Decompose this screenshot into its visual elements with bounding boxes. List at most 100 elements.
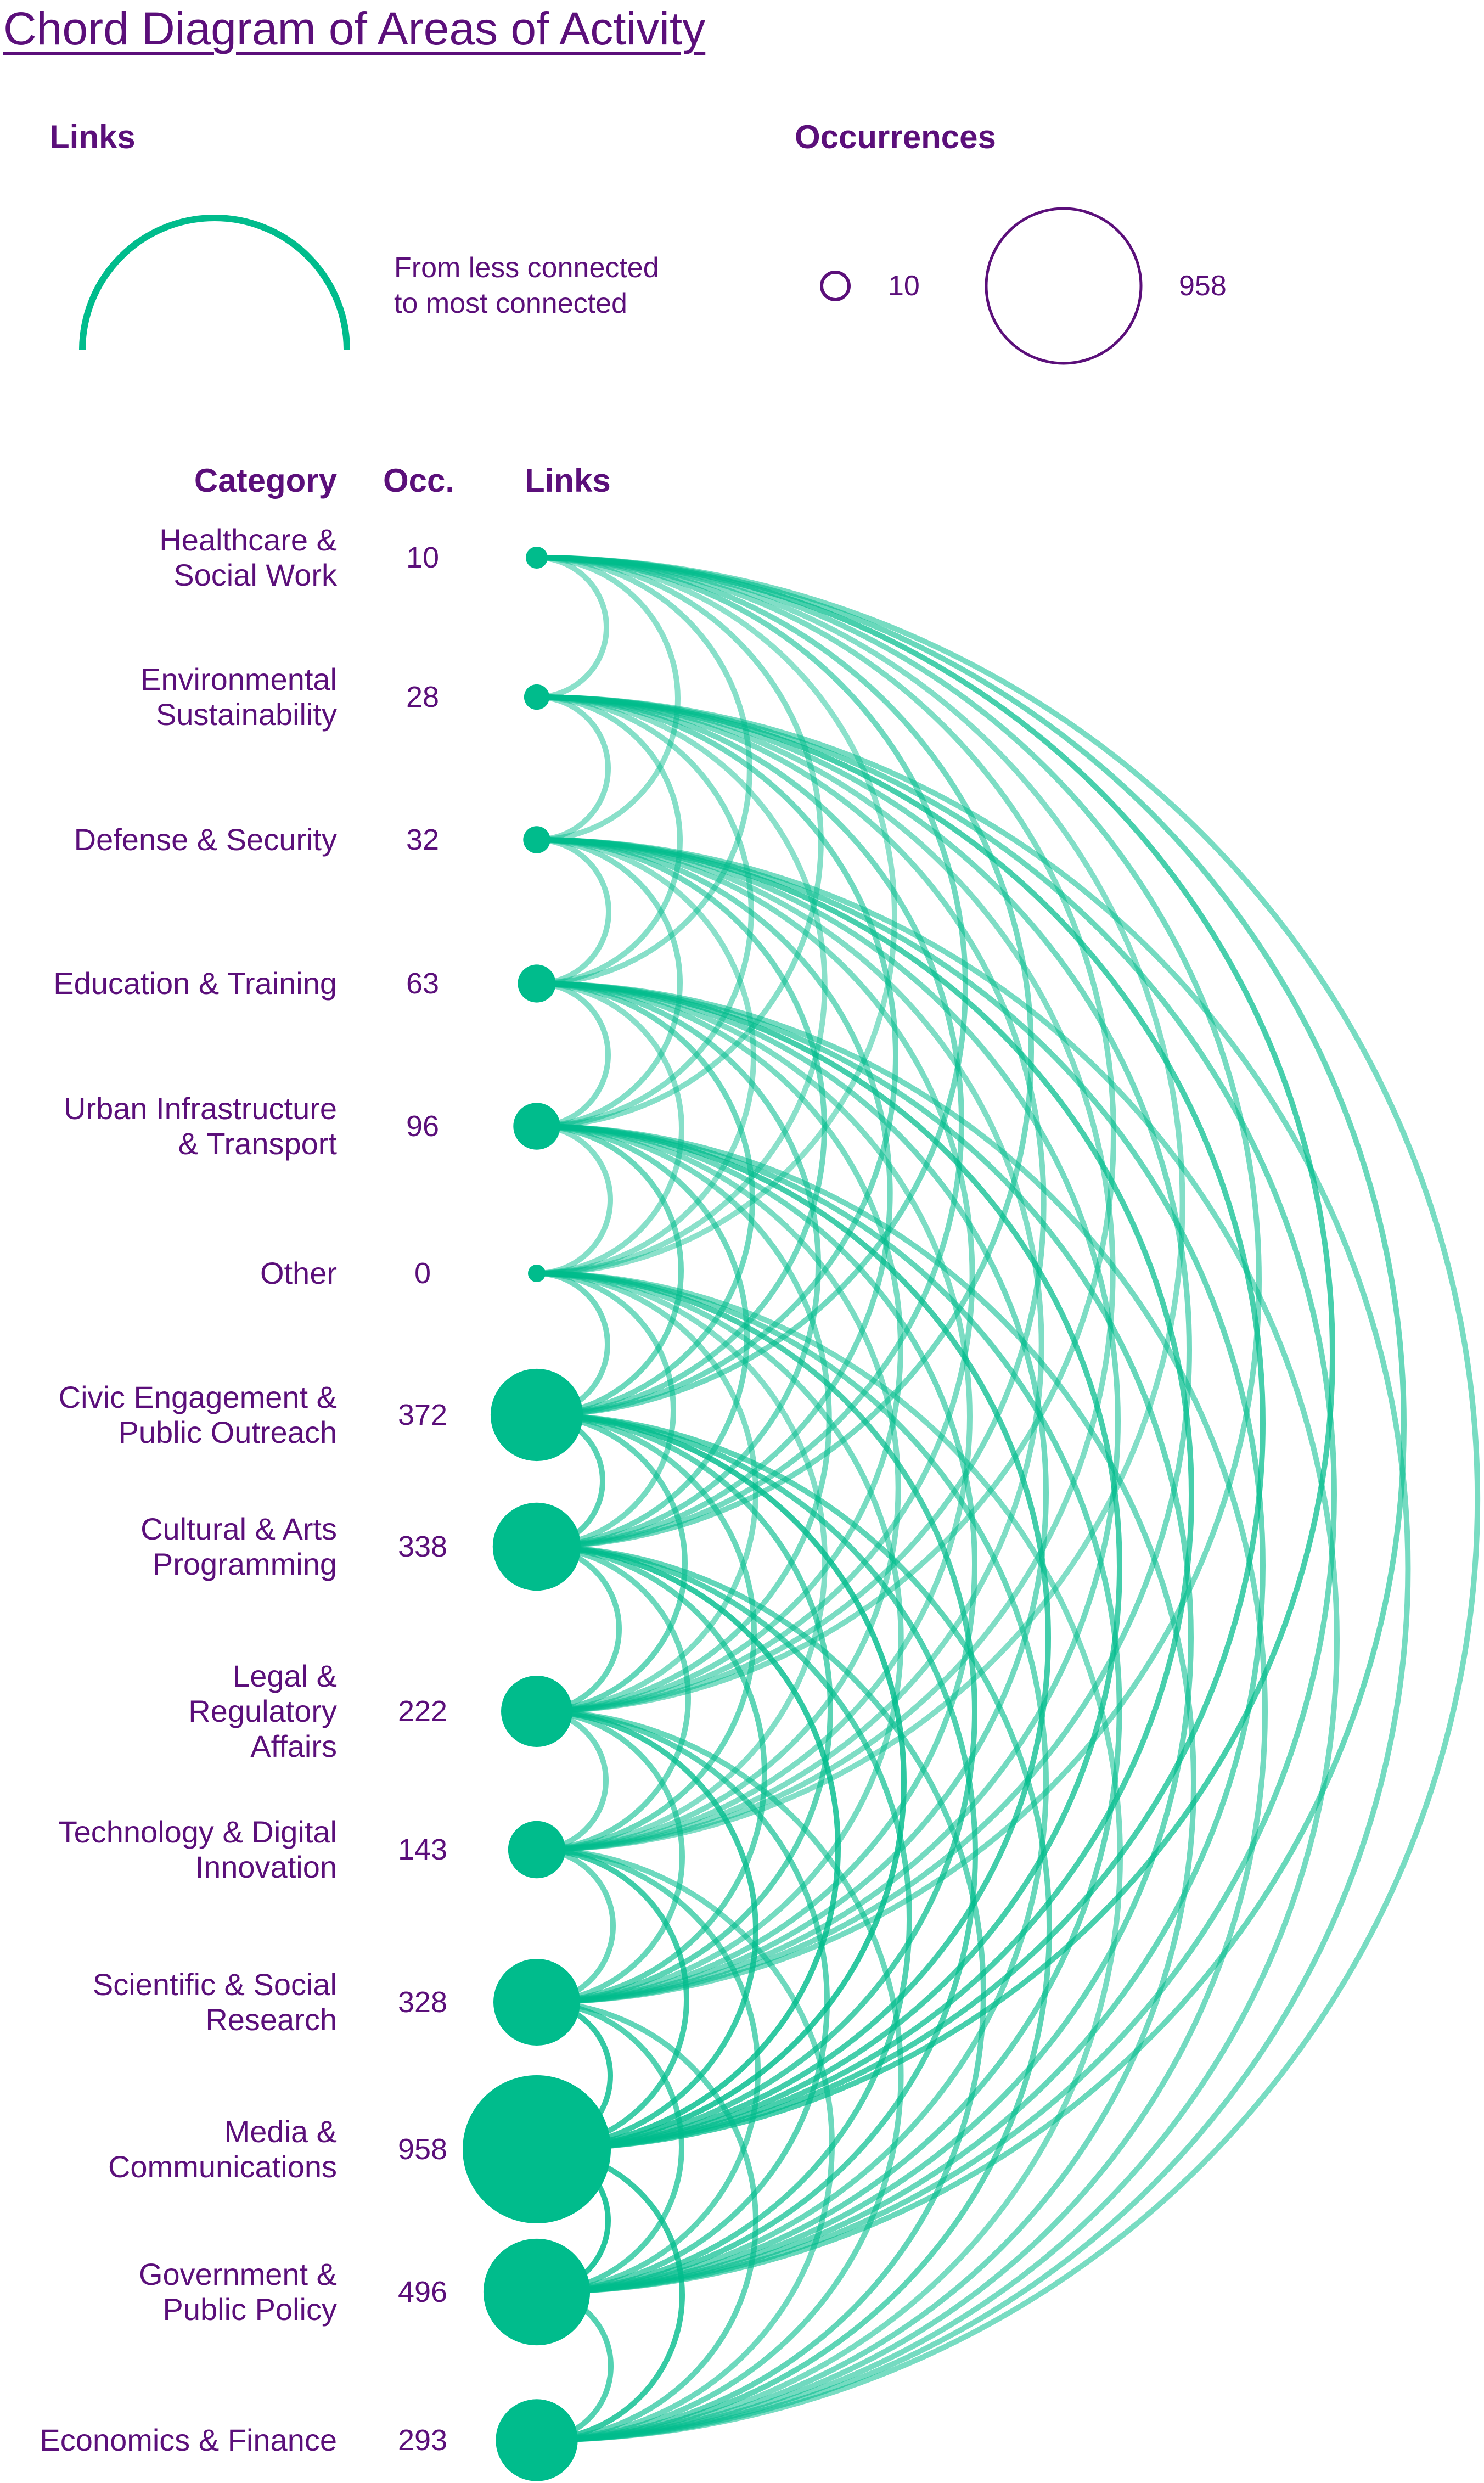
link-arc <box>536 837 611 986</box>
link-arc <box>536 837 1194 2152</box>
link-arc <box>536 1412 688 1714</box>
category-label: Scientific & Social Research <box>92 1967 337 2037</box>
occurrence-value: 96 <box>406 1110 440 1143</box>
link-arc <box>536 837 1044 1852</box>
link-arc <box>536 1271 758 1714</box>
occurrence-value: 32 <box>406 823 440 856</box>
link-arc <box>536 1271 1049 2295</box>
occurrences-legend-heading: Occurrences <box>795 119 996 155</box>
node-circle <box>501 1676 572 1747</box>
occurrence-value: 143 <box>397 1833 448 1866</box>
link-arc <box>536 981 973 1852</box>
node-circle <box>490 1368 583 1462</box>
occurrence-value: 496 <box>397 2276 448 2308</box>
node-circle <box>518 964 556 1003</box>
link-arc <box>536 694 1337 2295</box>
category-label: Urban Infrastructure & Transport <box>64 1091 337 1161</box>
link-arc <box>536 1544 767 2005</box>
link-arc <box>536 981 611 1129</box>
occurrence-value: 222 <box>397 1695 448 1728</box>
link-arc <box>536 1123 684 1418</box>
link-arc <box>536 1709 685 2005</box>
link-arc <box>536 1544 691 1852</box>
occurrence-value: 63 <box>406 967 440 1000</box>
occurrence-value: 372 <box>397 1398 448 1431</box>
link-arc <box>536 555 609 700</box>
node-circle <box>524 684 550 710</box>
link-arc <box>536 1709 758 2152</box>
node-circle <box>496 2399 578 2481</box>
link-arc <box>536 981 684 1276</box>
link-arc <box>536 694 683 986</box>
link-arc <box>536 555 1262 2005</box>
link-arc <box>536 981 1049 2005</box>
link-arc <box>536 1709 904 2443</box>
link-arc <box>536 1544 841 2152</box>
link-arc <box>536 837 893 1549</box>
links-layer <box>536 555 1481 2443</box>
link-arc <box>536 1271 904 2005</box>
category-label: Media & Communications <box>108 2114 337 2184</box>
category-label: Civic Engagement & Public Outreach <box>58 1380 337 1450</box>
category-label: Economics & Finance <box>40 2423 337 2457</box>
link-arc <box>536 1123 613 1276</box>
category-label: Healthcare & Social Work <box>159 523 337 592</box>
link-arc <box>536 1123 977 2005</box>
category-label: Education & Training <box>53 966 337 1001</box>
link-arc <box>536 555 681 842</box>
link-arc <box>536 555 1116 1714</box>
category-label: Other <box>260 1256 337 1290</box>
link-arc <box>536 1123 1051 2152</box>
link-arc <box>536 555 1185 1852</box>
link-arc <box>536 1544 986 2443</box>
node-circle <box>523 826 550 853</box>
link-arc <box>536 694 898 1418</box>
occurrence-value: 338 <box>397 1530 448 1563</box>
link-arc <box>536 1412 757 1852</box>
node-circle <box>513 1103 560 1150</box>
link-arc <box>536 1999 758 2443</box>
link-arc <box>536 1123 1122 2295</box>
link-arc <box>536 1271 676 1549</box>
link-arc <box>536 981 1268 2443</box>
node-circle <box>493 1959 580 2046</box>
link-arc <box>536 837 1266 2295</box>
link-arc <box>536 981 1194 2295</box>
link-arc <box>536 555 824 1129</box>
link-arc <box>536 1271 977 2152</box>
link-arc <box>536 1847 761 2295</box>
link-arc <box>536 555 752 986</box>
link-arc <box>536 1847 835 2443</box>
link-arc <box>536 694 611 842</box>
category-label: Cultural & Arts Programming <box>140 1512 337 1581</box>
links-legend-description-2: to most connected <box>394 288 627 319</box>
link-arc <box>536 1412 1052 2443</box>
occurrence-value: 293 <box>397 2424 448 2457</box>
link-arc <box>536 1271 1123 2443</box>
node-circle <box>508 1821 566 1879</box>
occurrence-min-label: 10 <box>888 270 920 302</box>
page-title: Chord Diagram of Areas of Activity <box>3 3 706 54</box>
nodes-layer <box>463 547 611 2481</box>
link-arc <box>536 555 897 1276</box>
link-arc <box>536 1412 978 2295</box>
link-arc <box>536 981 903 1714</box>
link-arc <box>536 1412 833 2005</box>
occurrence-value: 0 <box>414 1257 431 1290</box>
link-arc <box>536 1123 901 1852</box>
category-column-header: Category <box>194 462 337 499</box>
category-label: Defense & Security <box>74 822 337 857</box>
link-arc <box>536 1412 907 2152</box>
link-arc <box>536 555 1481 2443</box>
occurrences-column-header: Occ. <box>383 462 455 499</box>
occurrence-value: 328 <box>397 1986 448 2019</box>
link-arc <box>536 837 975 1714</box>
occurrence-value: 28 <box>406 681 440 714</box>
link-arc <box>536 694 1411 2443</box>
link-arc <box>536 1123 1196 2443</box>
link-arc <box>536 1123 750 1549</box>
link-arc <box>536 837 1340 2443</box>
link-arc <box>536 694 1116 1852</box>
occurrence-value: 958 <box>397 2133 448 2166</box>
